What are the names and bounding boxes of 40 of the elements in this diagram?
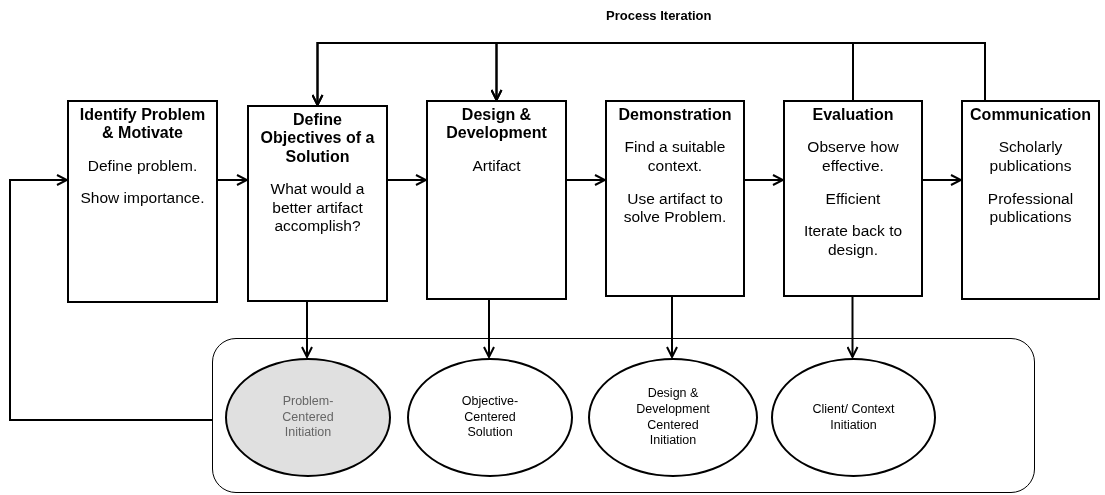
- ellipse-label: Client/ Context Initiation: [811, 401, 896, 434]
- ellipse-label: Problem-Centered Initiation: [281, 394, 335, 441]
- step-heading: Identify Problem & Motivate: [78, 106, 207, 143]
- iteration-label: Process Iteration: [606, 8, 712, 23]
- group-frame: [212, 338, 1035, 493]
- step-text: Iterate back to design.: [802, 222, 904, 260]
- step-text: What would a better artifact accomplish?: [269, 180, 366, 236]
- process-box: [67, 100, 218, 303]
- arrow: [490, 42, 986, 101]
- step-text: Scholarly publications: [988, 138, 1073, 176]
- step-heading: Define Objectives of a Solution: [259, 111, 376, 167]
- step-text: Observe how effective.: [806, 138, 900, 176]
- step-heading: Communication: [970, 106, 1091, 125]
- process-box: [783, 100, 923, 297]
- process-box: [961, 100, 1100, 300]
- arrow: [483, 299, 495, 358]
- step-text: Professional publications: [986, 189, 1075, 227]
- arrow: [217, 174, 248, 186]
- arrow: [744, 174, 784, 186]
- arrow: [301, 301, 313, 358]
- ellipse-label: Objective-Centered Solution: [460, 394, 520, 441]
- process-box: [605, 100, 745, 297]
- step-heading: Demonstration: [618, 106, 732, 125]
- step-text: Find a suitable context.: [623, 138, 727, 176]
- ellipse-label: Design & Development Centered Initiation: [635, 386, 711, 449]
- arrow: [387, 174, 427, 186]
- step-heading: Evaluation: [812, 106, 894, 125]
- process-box: [247, 105, 388, 302]
- step-text: Artifact: [472, 156, 521, 176]
- step-heading: Design & Development: [445, 106, 548, 143]
- arrow: [922, 174, 962, 186]
- step-text: Use artifact to solve Problem.: [622, 189, 728, 227]
- step-text: Define problem.: [87, 156, 198, 176]
- step-text: Show importance.: [80, 189, 205, 208]
- arrow: [9, 174, 213, 421]
- arrow: [666, 296, 678, 358]
- step-text: Efficient: [825, 189, 881, 209]
- process-box: [426, 100, 567, 300]
- arrow: [846, 296, 859, 358]
- arrow: [566, 174, 606, 186]
